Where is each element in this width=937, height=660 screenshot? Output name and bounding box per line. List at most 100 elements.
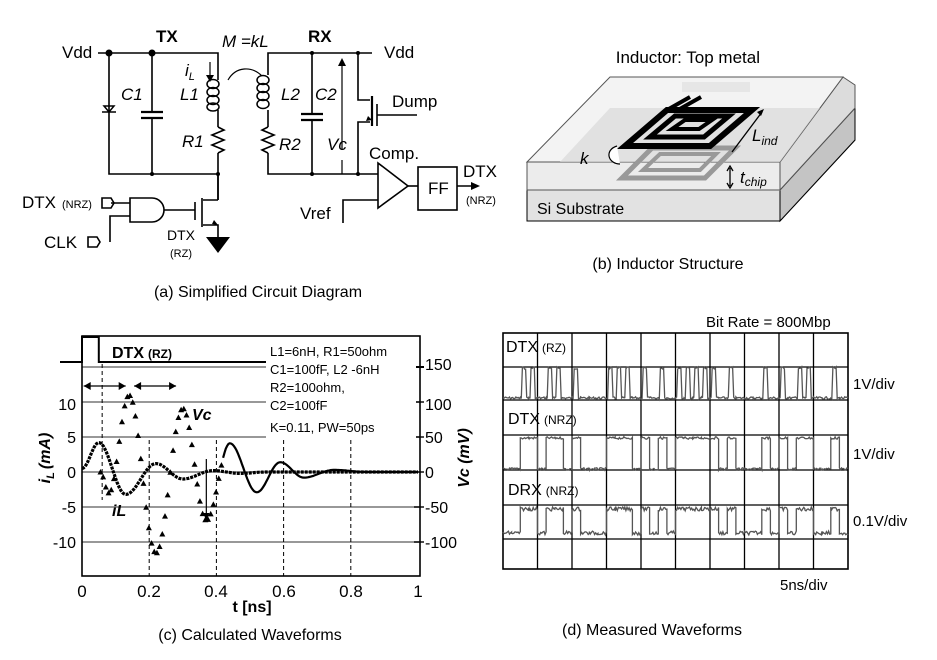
label-lind: Lind	[752, 126, 778, 148]
current-arrowhead-icon	[206, 75, 214, 82]
vc-data-point	[140, 480, 147, 486]
x-tick-label: 0.8	[339, 582, 363, 601]
vc-data-point	[143, 504, 150, 510]
label-dtx-out-sub: (NRZ)	[466, 195, 496, 207]
circuit-wires	[87, 52, 476, 248]
vc-data-point	[137, 455, 144, 462]
vc-data-point	[196, 498, 203, 504]
label-il-main: i	[185, 61, 190, 80]
node-dot	[356, 172, 360, 176]
y-tick-label-left: 5	[67, 430, 76, 447]
pulse-label: DTX(RZ)	[112, 345, 172, 362]
label-vdd-left: Vdd	[62, 43, 92, 62]
vc-data-point	[153, 549, 160, 556]
parameter-text: C2=100fF	[270, 398, 328, 413]
label-top-metal: Inductor: Top metal	[616, 48, 760, 67]
node-dot	[310, 172, 314, 176]
period-arrowhead	[169, 382, 177, 390]
parameter-text: C1=100fF, L2 -6nH	[270, 362, 379, 377]
vc-data-point	[161, 513, 168, 519]
y-axis-label-right: Vc (mV)	[456, 428, 473, 488]
trace-label: DRX(NRZ)	[508, 482, 578, 499]
vc-data-point	[159, 530, 166, 537]
label-clk: CLK	[44, 233, 78, 252]
node-dot	[150, 172, 154, 176]
label-dtx-out: DTX	[463, 162, 497, 181]
node-dot	[310, 51, 314, 55]
parameter-list: L1=6nH, R1=50ohm C1=100fF, L2 -6nH R2=10…	[266, 343, 416, 438]
lind-arrow-icon	[731, 111, 763, 153]
label-vref: Vref	[300, 204, 331, 223]
label-vdd-right: Vdd	[384, 43, 414, 62]
vc-data-point	[156, 543, 163, 550]
coupling-arrow-icon	[608, 145, 621, 165]
vc-data-point	[199, 510, 206, 517]
x-tick-label: 1	[413, 582, 422, 601]
parameter-box	[266, 343, 416, 438]
chart-c-x-ticks: 0 0.2 0.4 0.6 0.8 1	[77, 582, 422, 601]
label-r2: R2	[279, 135, 301, 154]
vc-data-point	[108, 486, 115, 493]
period-arrowhead	[83, 382, 91, 390]
label-l1: L1	[180, 85, 199, 104]
trace-label-main: DTX	[508, 411, 540, 428]
y-axis-label-left: iL(mA)	[37, 433, 57, 484]
vc-data-point	[145, 524, 152, 531]
y-tick-label-left: -5	[62, 500, 76, 517]
y-tick-label-right: 100	[425, 397, 452, 414]
label-c1: C1	[121, 85, 143, 104]
vc-data-point	[121, 402, 128, 409]
series-label-il: iL	[112, 503, 126, 520]
pulse-label-sub: (RZ)	[148, 347, 172, 361]
vc-data-point	[215, 475, 222, 481]
chart-c-frame	[81, 335, 421, 577]
label-lind-sub: ind	[761, 134, 777, 148]
vc-data-point	[164, 491, 171, 498]
transistor-arrow-icon	[212, 220, 218, 225]
node-dot	[148, 49, 156, 57]
label-lind-main: L	[752, 126, 761, 145]
output-arrow-icon	[471, 182, 480, 190]
y-tick-label-right: 50	[425, 430, 443, 447]
vc-data-point	[100, 473, 107, 480]
vc-data-point	[213, 489, 220, 495]
vc-data-point	[113, 458, 120, 465]
chart-c-marks	[60, 336, 418, 556]
x-tick-label: 0.2	[137, 582, 161, 601]
vc-data-point	[210, 501, 217, 507]
y-tick-label-right: -100	[425, 535, 457, 552]
label-dtx-in: DTX	[22, 193, 56, 212]
vc-data-point	[129, 399, 136, 405]
diode-icon	[102, 105, 116, 114]
y-axis-label-left-sub: L	[45, 472, 57, 479]
inductor-l2-icon	[256, 74, 270, 110]
vc-series-line	[222, 442, 418, 494]
vc-data-point	[148, 540, 155, 546]
label-c2: C2	[315, 85, 337, 104]
inductor-l1-icon	[206, 78, 220, 112]
label-mutual-inductance: M =kL	[222, 32, 269, 51]
node-dot	[356, 51, 360, 55]
label-r1: R1	[182, 132, 204, 151]
bit-rate-label: Bit Rate = 800Mbp	[706, 314, 831, 331]
scope-trace-dtx-rz	[502, 365, 849, 402]
trace-scale: 0.1V/div	[853, 513, 908, 530]
y-tick-label-left: 0	[67, 465, 76, 482]
caption-b: (b) Inductor Structure	[592, 256, 743, 273]
trace-scale: 1V/div	[853, 446, 895, 463]
vc-data-point	[175, 414, 182, 421]
x-tick-label: 0	[77, 582, 86, 601]
lind-arrowhead-icon	[757, 109, 764, 116]
parameter-text: L1=6nH, R1=50ohm	[270, 344, 387, 359]
upper-spiral-icon	[616, 95, 761, 149]
vc-data-point	[170, 447, 177, 453]
label-si-substrate: Si Substrate	[537, 201, 624, 218]
chart-c-y-ticks-right: 150 100 50 0 -50 -100	[425, 357, 457, 552]
node-dot	[105, 49, 113, 57]
circuit-diagram: Vdd TX M =kL RX Vdd iL L1 C1 R1 L2 C2 R2…	[22, 27, 497, 301]
vc-data-point	[135, 432, 142, 438]
vc-data-point	[180, 405, 187, 412]
y-tick-label-left: 10	[58, 397, 76, 414]
label-tchip-sub: chip	[745, 175, 767, 189]
